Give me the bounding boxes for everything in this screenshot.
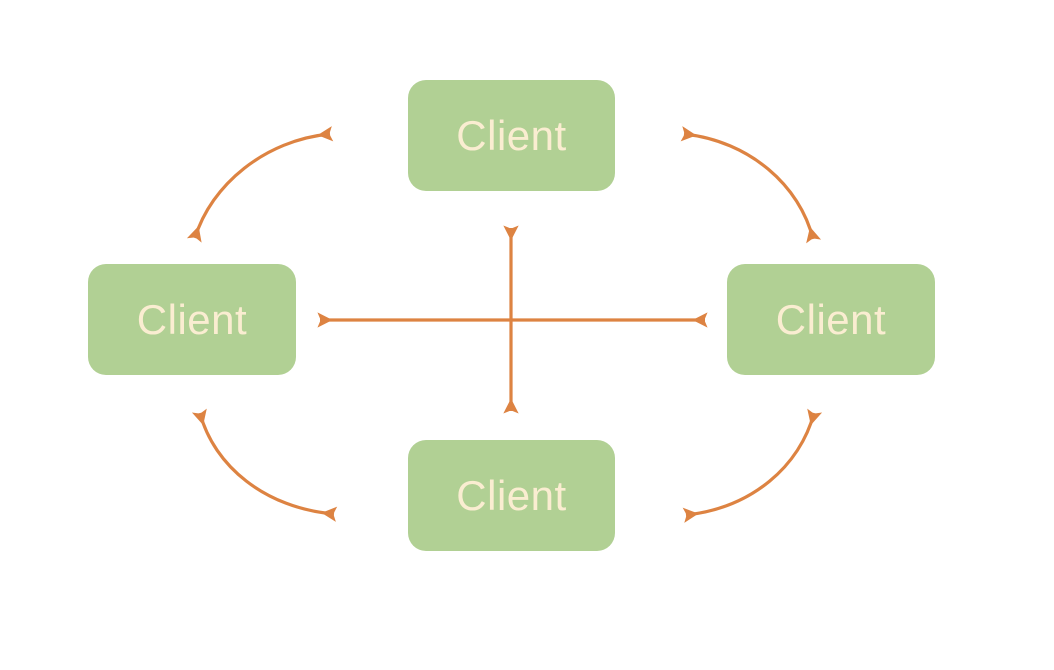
- node-label: Client: [775, 295, 887, 343]
- node-client-bottom[interactable]: Client: [408, 440, 615, 551]
- connection-bottom-right[interactable]: [682, 408, 823, 523]
- connection-bottom-left[interactable]: [191, 408, 338, 522]
- node-label: Client: [456, 111, 567, 159]
- node-client-left[interactable]: Client: [88, 264, 296, 375]
- node-label: Client: [456, 471, 567, 519]
- connection-top-right[interactable]: [680, 126, 822, 244]
- node-client-top[interactable]: Client: [408, 80, 615, 191]
- node-client-right[interactable]: Client: [727, 264, 935, 375]
- connection-top-left[interactable]: [186, 126, 334, 243]
- node-label: Client: [136, 295, 248, 343]
